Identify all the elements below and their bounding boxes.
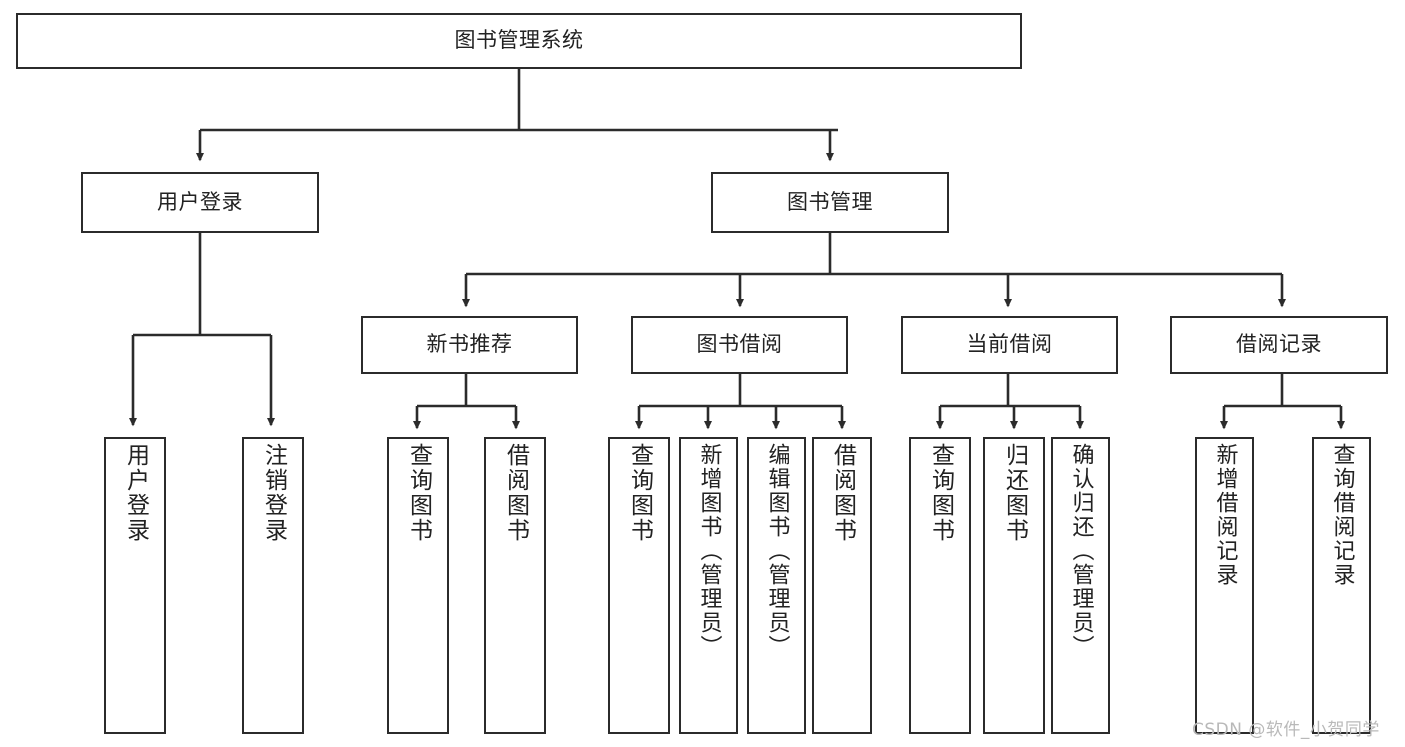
node-leaf-query-book-borrow-label: 查询图书	[626, 443, 653, 543]
node-leaf-user-logout-label: 注销登录	[260, 443, 287, 543]
node-borrow-record[interactable]: 借阅记录	[1170, 316, 1388, 374]
node-leaf-edit-book[interactable]: 编辑图书（管理员）	[747, 437, 806, 734]
node-leaf-query-book-cur[interactable]: 查询图书	[909, 437, 971, 734]
node-leaf-add-record-label: 新增借阅记录	[1212, 443, 1238, 587]
node-root[interactable]: 图书管理系统	[16, 13, 1022, 69]
node-new-book-recommend-label: 新书推荐	[426, 332, 513, 357]
node-leaf-user-logout[interactable]: 注销登录	[242, 437, 304, 734]
node-leaf-edit-book-label: 编辑图书（管理员）	[764, 443, 790, 659]
node-new-book-recommend[interactable]: 新书推荐	[361, 316, 578, 374]
node-leaf-borrow-book-rec-label: 借阅图书	[502, 443, 529, 543]
node-leaf-borrow-book-label: 借阅图书	[829, 443, 856, 543]
node-leaf-user-login-label: 用户登录	[122, 443, 149, 543]
node-user-login[interactable]: 用户登录	[81, 172, 319, 233]
node-current-borrow[interactable]: 当前借阅	[901, 316, 1118, 374]
csdn-watermark: CSDN @软件_小贺同学	[1192, 720, 1380, 740]
node-user-login-label: 用户登录	[157, 189, 243, 214]
node-leaf-confirm-return-label: 确认归还（管理员）	[1068, 443, 1094, 659]
node-leaf-return-book[interactable]: 归还图书	[983, 437, 1045, 734]
node-leaf-return-book-label: 归还图书	[1001, 443, 1028, 543]
node-leaf-borrow-book[interactable]: 借阅图书	[812, 437, 872, 734]
node-leaf-add-record[interactable]: 新增借阅记录	[1195, 437, 1254, 734]
node-root-label: 图书管理系统	[454, 28, 584, 53]
node-leaf-query-book-cur-label: 查询图书	[927, 443, 954, 543]
node-leaf-query-book-rec-label: 查询图书	[405, 443, 432, 543]
node-book-manage-label: 图书管理	[787, 189, 873, 214]
node-book-manage[interactable]: 图书管理	[711, 172, 949, 233]
node-current-borrow-label: 当前借阅	[966, 332, 1053, 357]
node-leaf-query-record-label: 查询借阅记录	[1329, 443, 1355, 587]
node-leaf-borrow-book-rec[interactable]: 借阅图书	[484, 437, 546, 734]
node-borrow-record-label: 借阅记录	[1236, 332, 1322, 357]
node-leaf-query-book-borrow[interactable]: 查询图书	[608, 437, 670, 734]
node-leaf-query-book-rec[interactable]: 查询图书	[387, 437, 449, 734]
node-leaf-add-book[interactable]: 新增图书（管理员）	[679, 437, 738, 734]
node-leaf-user-login[interactable]: 用户登录	[104, 437, 166, 734]
node-leaf-confirm-return[interactable]: 确认归还（管理员）	[1051, 437, 1110, 734]
node-book-borrow-label: 图书借阅	[696, 332, 783, 357]
node-leaf-add-book-label: 新增图书（管理员）	[696, 443, 722, 659]
node-leaf-query-record[interactable]: 查询借阅记录	[1312, 437, 1371, 734]
node-book-borrow[interactable]: 图书借阅	[631, 316, 848, 374]
